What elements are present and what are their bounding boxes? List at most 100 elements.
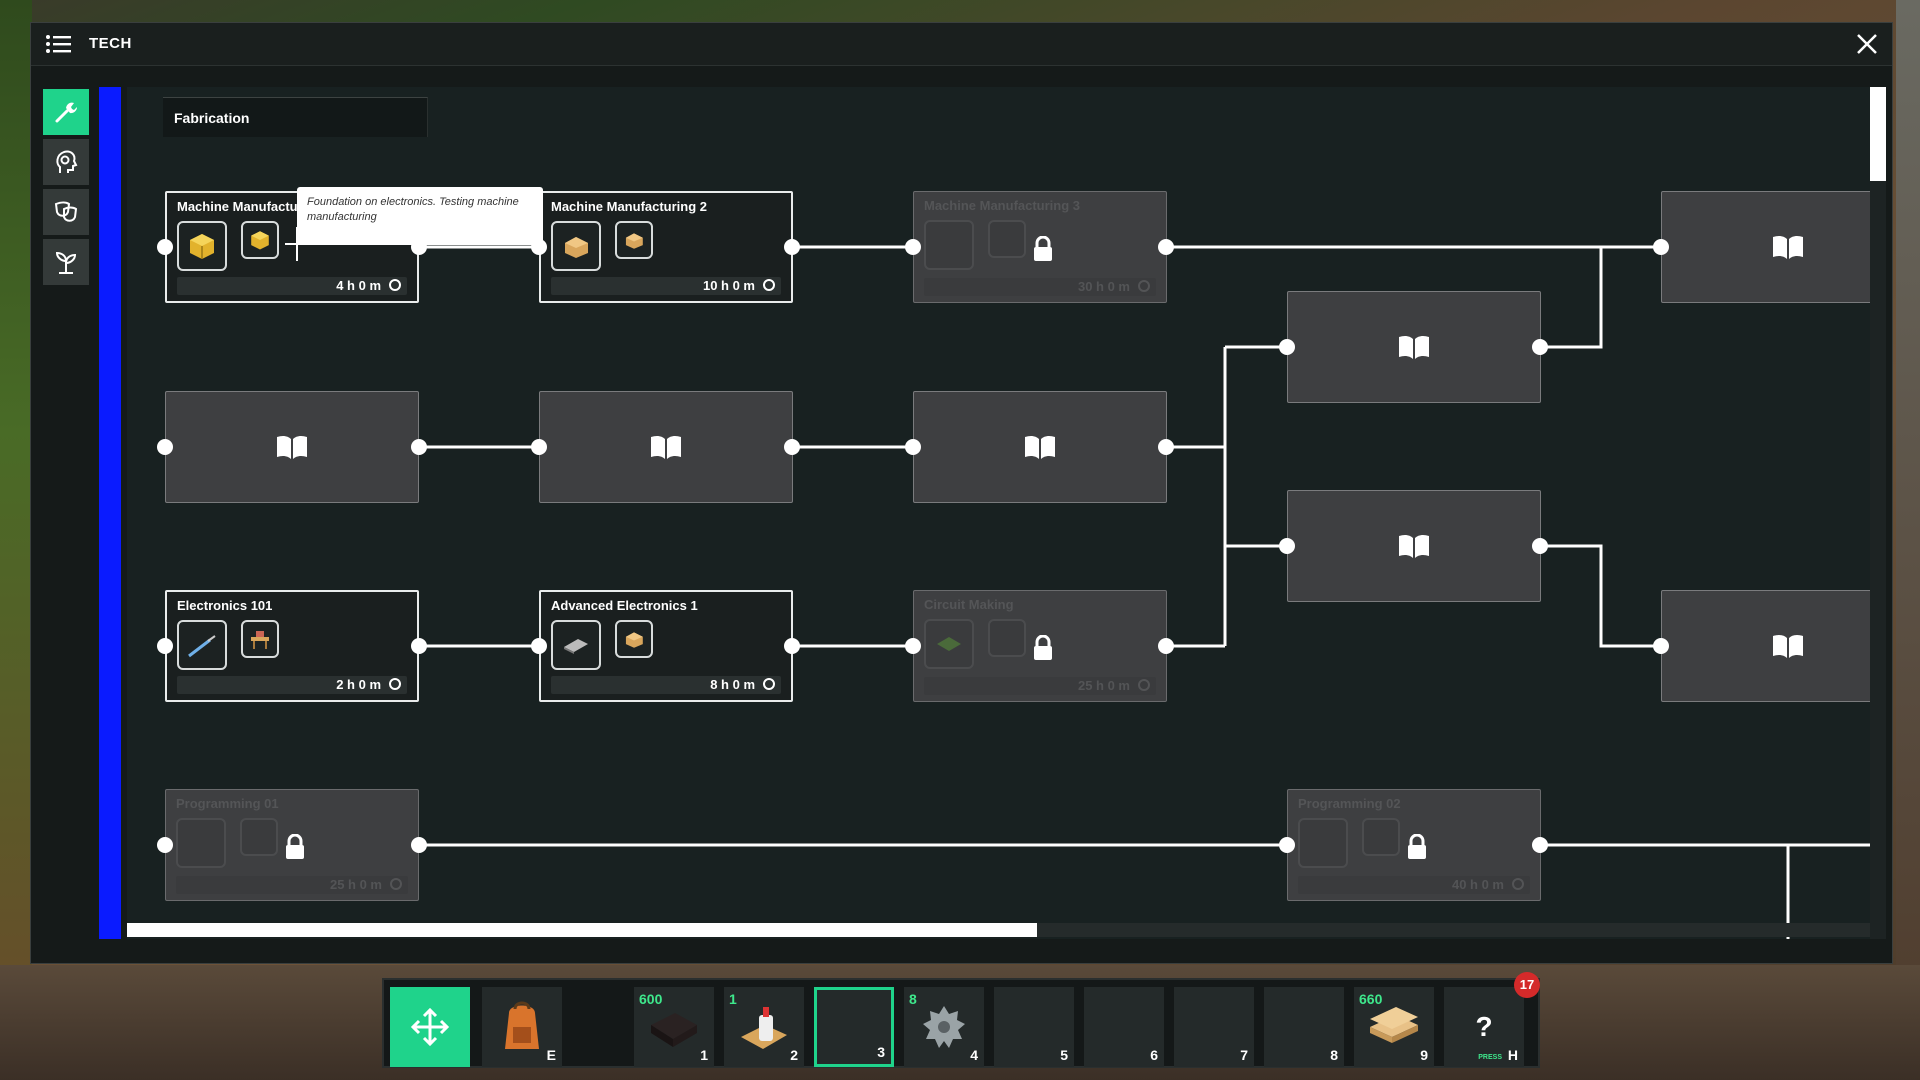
hotbar-slot-1[interactable]: 600 1 (634, 987, 714, 1067)
title-bar: TECH (31, 23, 1892, 66)
node-title: Machine Manufactu (177, 199, 298, 214)
tech-node-programming-02[interactable]: Programming 02 40 h 0 m (1287, 789, 1541, 901)
connector-dot (1279, 339, 1295, 355)
time-text: 25 h 0 m (329, 877, 382, 892)
connector-dot (1653, 239, 1669, 255)
slot-count: 1 (729, 991, 737, 1007)
node-title: Electronics 101 (177, 598, 273, 613)
connector-dot (411, 439, 427, 455)
clock-icon (763, 279, 775, 291)
tech-node-unknown[interactable] (913, 391, 1167, 503)
clock-icon (389, 279, 401, 291)
help-icon: ? (1475, 1011, 1493, 1042)
slot-key: 9 (1420, 1047, 1428, 1063)
tech-node-circuit-making[interactable]: Circuit Making 25 h 0 m (913, 590, 1167, 702)
connector-dot (1279, 837, 1295, 853)
hotbar-slot-6[interactable]: 6 (1084, 987, 1164, 1067)
slot-key: 5 (1060, 1047, 1068, 1063)
hotbar-slot-4[interactable]: 8 4 (904, 987, 984, 1067)
hotbar-slot-7[interactable]: 7 (1174, 987, 1254, 1067)
tech-tree-canvas[interactable]: Fabrication (127, 87, 1877, 939)
menu-icon[interactable] (45, 33, 73, 55)
node-title: Machine Manufacturing 2 (551, 199, 708, 214)
book-icon (1025, 435, 1055, 459)
book-icon (1773, 235, 1803, 259)
masks-icon (54, 201, 78, 222)
tree-edge-bar (99, 87, 121, 939)
help-slot[interactable]: ? PRESS H (1444, 987, 1524, 1067)
category-sidebar (43, 89, 89, 289)
lock-icon (1034, 635, 1052, 660)
hotbar-slot-5[interactable]: 5 (994, 987, 1074, 1067)
slot-key: 3 (877, 1044, 885, 1060)
vertical-scroll-thumb[interactable] (1870, 87, 1886, 181)
time-text: 4 h 0 m (336, 278, 381, 293)
tab-research[interactable] (43, 139, 89, 185)
tech-node-unknown[interactable] (1661, 191, 1877, 303)
slot-count: 8 (909, 991, 917, 1007)
tech-node-machine-manufacturing-2[interactable]: Machine Manufacturing 2 10 h 0 m (539, 191, 793, 303)
slot-count: 660 (1359, 991, 1383, 1007)
connector-dot (905, 239, 921, 255)
tech-node-electronics-101[interactable]: Electronics 101 2 h 0 m (165, 590, 419, 702)
close-icon[interactable] (1852, 29, 1882, 59)
hotbar-slot-3[interactable]: 3 (814, 987, 894, 1067)
machine-icon (924, 220, 974, 270)
research-time: 40 h 0 m (1298, 876, 1530, 894)
window-title: TECH (89, 35, 132, 52)
connector-dot (1653, 638, 1669, 654)
tech-node-programming-01[interactable]: Programming 01 25 h 0 m (165, 789, 419, 901)
box-small-icon (615, 221, 653, 259)
hotbar-slot-9[interactable]: 660 9 (1354, 987, 1434, 1067)
time-text: 8 h 0 m (710, 677, 755, 692)
tech-node-unknown[interactable] (539, 391, 793, 503)
background-foliage (0, 0, 32, 1080)
research-time: 10 h 0 m (551, 277, 781, 295)
tooltip: Foundation on electronics. Testing machi… (297, 187, 543, 245)
connector-dot (905, 638, 921, 654)
background-wall (1896, 0, 1920, 1080)
tech-node-advanced-electronics-1[interactable]: Advanced Electronics 1 8 h 0 m (539, 590, 793, 702)
hotbar-slot-8[interactable]: 8 (1264, 987, 1344, 1067)
tech-node-unknown[interactable] (1287, 490, 1541, 602)
slot-key: 2 (790, 1047, 798, 1063)
lock-icon (286, 834, 304, 859)
hotbar-slot-2[interactable]: 1 2 (724, 987, 804, 1067)
clock-icon (1138, 280, 1150, 292)
laptop-icon (1298, 818, 1348, 868)
plant-icon (55, 251, 77, 274)
tech-node-unknown[interactable] (1287, 291, 1541, 403)
move-slot[interactable] (390, 987, 470, 1067)
connector-dot (411, 638, 427, 654)
category-label: Fabrication (163, 97, 428, 137)
inventory-slot[interactable]: E (482, 987, 562, 1067)
tab-culture[interactable] (43, 189, 89, 235)
clock-icon (1138, 679, 1150, 691)
time-text: 25 h 0 m (1077, 678, 1130, 693)
tech-node-unknown[interactable] (1661, 590, 1877, 702)
workbench-icon (241, 620, 279, 658)
slot-key: H (1507, 1047, 1518, 1063)
clock-icon (390, 878, 402, 890)
connector-dot (784, 439, 800, 455)
computer-icon (176, 818, 226, 868)
connector-dot (157, 638, 173, 654)
tab-agriculture[interactable] (43, 239, 89, 285)
node-title: Machine Manufacturing 3 (924, 198, 1081, 213)
connector-dot (1532, 538, 1548, 554)
circuit-board-icon (924, 619, 974, 669)
horizontal-scroll-thumb[interactable] (127, 923, 1037, 937)
time-text: 2 h 0 m (336, 677, 381, 692)
vertical-scrollbar[interactable] (1870, 87, 1886, 939)
book-icon (277, 435, 307, 459)
workbench-icon (988, 619, 1026, 657)
slot-key: 6 (1150, 1047, 1158, 1063)
hotbar: E 600 1 1 2 3 8 4 5 6 7 8 660 (382, 978, 1540, 1068)
lock-icon (1408, 834, 1426, 859)
tech-node-unknown[interactable] (165, 391, 419, 503)
connector-dot (1532, 339, 1548, 355)
tab-fabrication[interactable] (43, 89, 89, 135)
tech-node-machine-manufacturing-3[interactable]: Machine Manufacturing 3 30 h 0 m (913, 191, 1167, 303)
horizontal-scrollbar[interactable] (127, 923, 1877, 937)
research-time: 4 h 0 m (177, 277, 407, 295)
